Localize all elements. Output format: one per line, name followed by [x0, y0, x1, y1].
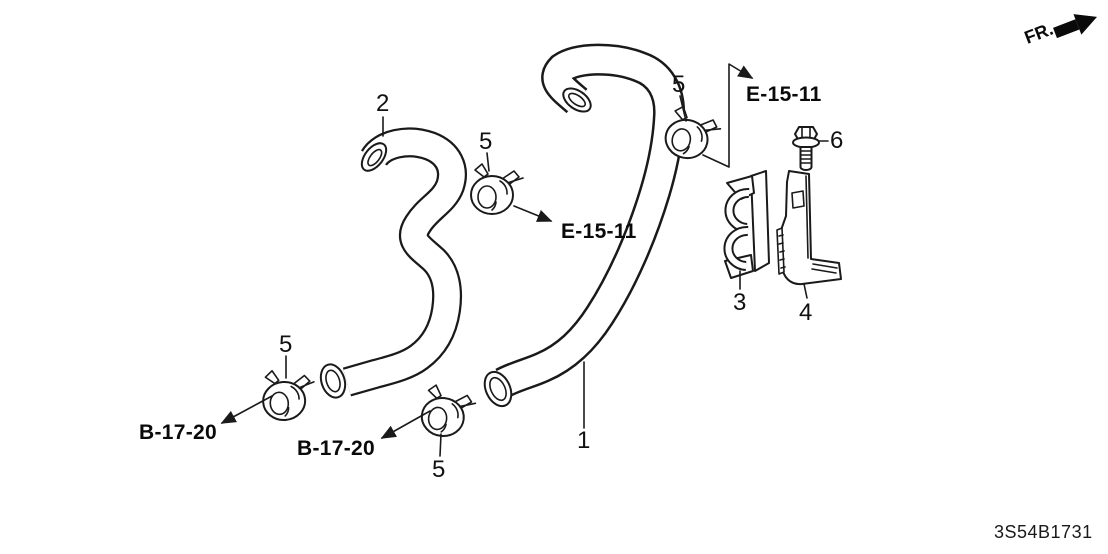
water-hose-1: [483, 43, 686, 408]
ref-code-e-15-11-middle[interactable]: E-15-11: [561, 220, 637, 243]
flange-bolt: [792, 126, 820, 171]
part-label-3[interactable]: 3: [733, 289, 747, 316]
part-label-5-middle[interactable]: 5: [479, 128, 493, 155]
leader-lines: [220, 63, 829, 457]
fr-direction-arrow-icon: [1053, 14, 1098, 39]
part-label-1[interactable]: 1: [577, 427, 591, 454]
part-label-2[interactable]: 2: [376, 90, 390, 117]
part-label-5-left[interactable]: 5: [279, 331, 293, 358]
hose-1-open-end-bottom: [483, 370, 513, 408]
hose-2-open-end-bottom: [319, 363, 347, 399]
part-label-5-top[interactable]: 5: [672, 71, 686, 98]
hose-clamp-holder: [723, 170, 770, 279]
diagram-code: 3S54B1731: [994, 522, 1093, 542]
hose-2-open-end-top: [360, 142, 388, 172]
water-hose-2: [319, 127, 467, 399]
mounting-bracket: [776, 170, 842, 286]
hose-1-open-end-top: [562, 87, 592, 113]
part-label-4[interactable]: 4: [799, 299, 813, 326]
ref-code-b-17-20-left[interactable]: B-17-20: [139, 421, 217, 444]
hose-clamp-left: [260, 366, 318, 423]
ref-code-e-15-11-top[interactable]: E-15-11: [746, 83, 822, 106]
ref-code-b-17-20-middle[interactable]: B-17-20: [297, 437, 375, 460]
part-label-5-bottom[interactable]: 5: [432, 456, 446, 483]
part-label-6[interactable]: 6: [830, 127, 844, 154]
